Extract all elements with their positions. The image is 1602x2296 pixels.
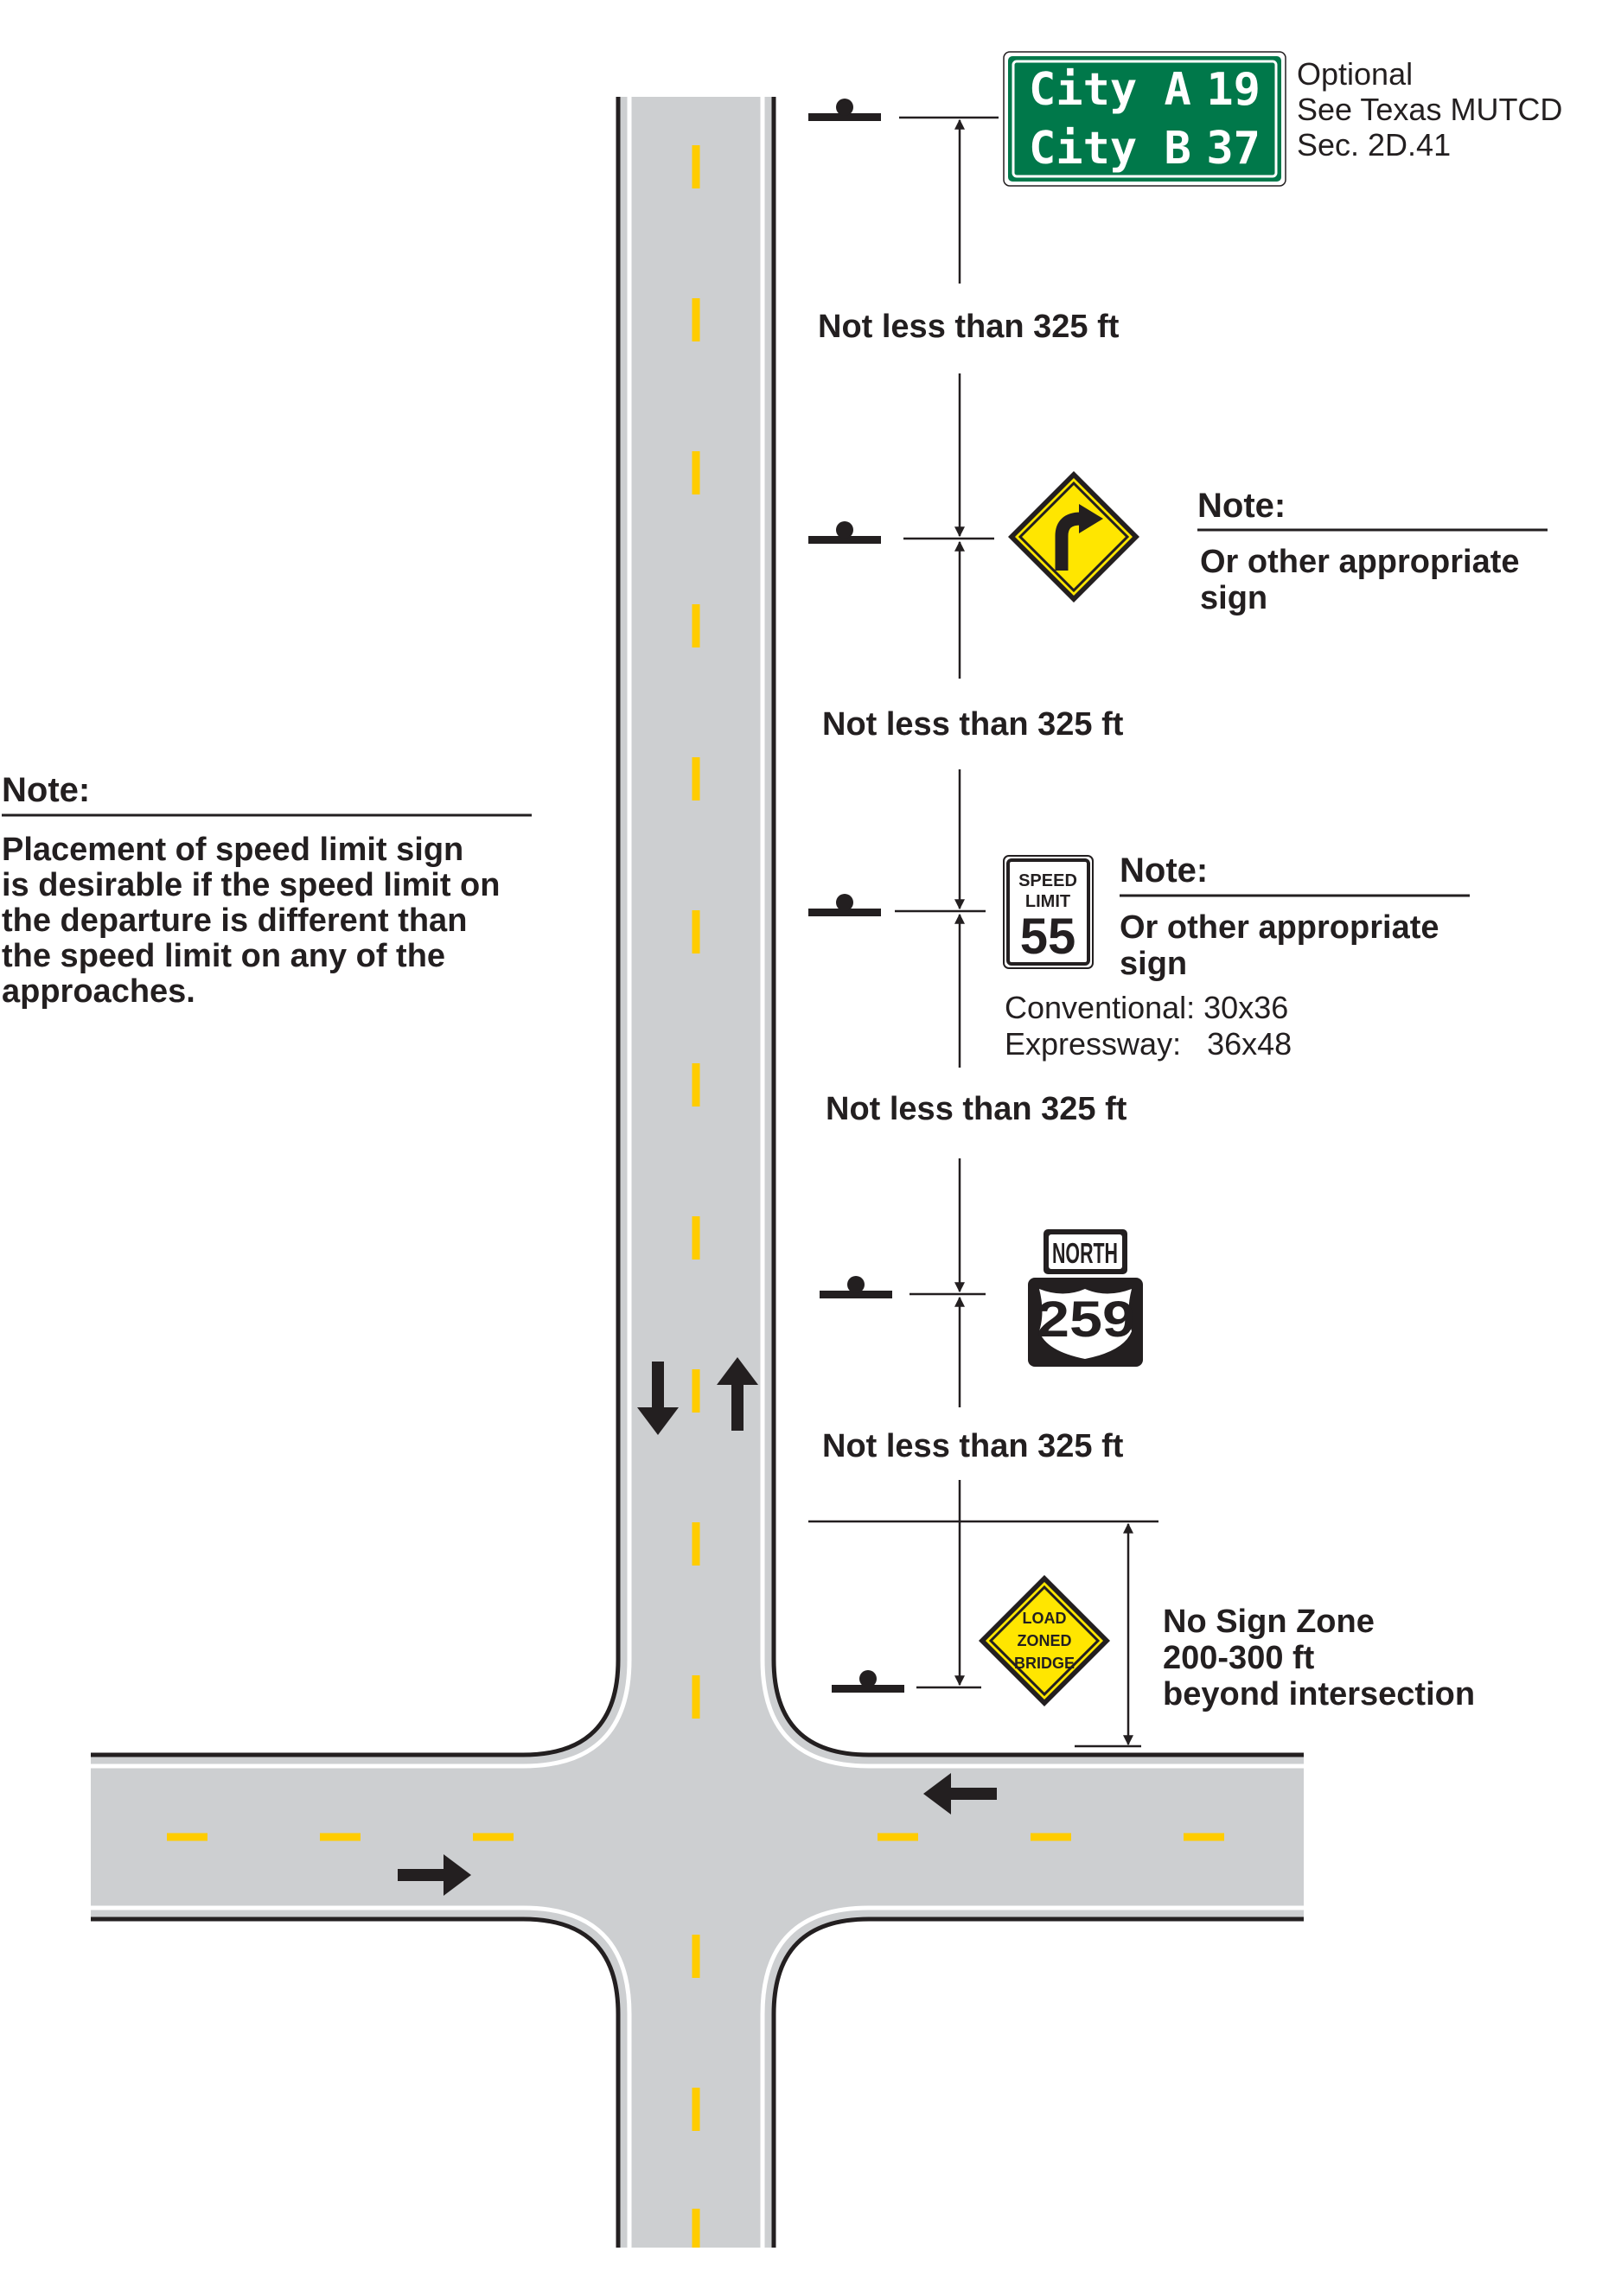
speed-note-line1: Or other appropriate xyxy=(1120,909,1439,946)
right-curve-arrow-icon xyxy=(1055,512,1082,571)
southbound-arrow-icon xyxy=(637,1362,679,1435)
westbound-arrow-icon xyxy=(923,1773,997,1814)
curve-note-line2: sign xyxy=(1200,580,1267,616)
dimension-lines xyxy=(808,116,1158,1748)
guide-note-reference: See Texas MUTCD xyxy=(1297,92,1562,127)
eastbound-arrow-icon xyxy=(398,1854,471,1896)
road-white-edge-lines xyxy=(91,97,1304,2248)
sign-post-symbols xyxy=(808,99,904,1693)
route-number-text: 259 xyxy=(1037,1292,1135,1348)
left-note-line5: approaches. xyxy=(2,973,195,1010)
route-direction-text: NORTH xyxy=(1052,1237,1118,1269)
no-sign-zone-label: No Sign Zone 200-300 ft beyond intersect… xyxy=(1163,1604,1475,1712)
left-note-line1: Placement of speed limit sign xyxy=(2,832,463,868)
curve-note-line1: Or other appropriate xyxy=(1200,544,1520,580)
guide-sign-city-b: City B xyxy=(1029,123,1191,175)
speed-sign-note: Note: Or other appropriate sign Conventi… xyxy=(1005,851,1470,1062)
sign-post-symbol xyxy=(808,99,881,121)
speed-size-conventional: Conventional: 30x36 xyxy=(1005,990,1288,1025)
sign-post-symbol xyxy=(820,1276,892,1298)
northbound-arrow-icon xyxy=(717,1357,758,1431)
no-sign-zone-line3: beyond intersection xyxy=(1163,1676,1475,1712)
left-note-line4: the speed limit on any of the xyxy=(2,938,445,974)
guide-sign-city-a: City A xyxy=(1029,64,1191,116)
spacing-label-3: Not less than 325 ft xyxy=(826,1091,1127,1127)
guide-note-section: Sec. 2D.41 xyxy=(1297,127,1451,163)
us-shield-icon xyxy=(1039,1289,1132,1359)
no-sign-zone-line1: No Sign Zone xyxy=(1163,1604,1375,1640)
left-speed-limit-note: Note: Placement of speed limit sign is d… xyxy=(2,771,532,1010)
guide-note-optional: Optional xyxy=(1297,56,1413,92)
left-note-line3: the departure is different than xyxy=(2,902,467,939)
curve-warning-sign xyxy=(1008,471,1139,603)
road-network xyxy=(91,97,1304,2248)
road-pavement xyxy=(91,97,1304,2248)
curve-sign-note: Note: Or other appropriate sign xyxy=(1197,487,1548,616)
load-sign-line3: BRIDGE xyxy=(1014,1655,1075,1672)
curve-note-heading: Note: xyxy=(1197,487,1286,525)
load-zoned-bridge-sign: LOAD ZONED BRIDGE xyxy=(979,1575,1110,1706)
destination-guide-sign: City A 19 City B 37 xyxy=(1003,51,1286,187)
road-edge-lines xyxy=(91,97,1304,2248)
guide-sign-mile-a: 19 xyxy=(1206,64,1261,116)
speed-note-line2: sign xyxy=(1120,946,1187,982)
us-route-sign: NORTH 259 xyxy=(1028,1229,1143,1367)
speed-sign-value: 55 xyxy=(1020,909,1076,965)
left-note-line2: is desirable if the speed limit on xyxy=(2,867,500,903)
sign-post-symbol xyxy=(832,1670,904,1693)
guide-sign-note: Optional See Texas MUTCD Sec. 2D.41 xyxy=(1297,56,1562,163)
speed-sign-top-text: SPEED xyxy=(1018,871,1077,890)
spacing-label-1: Not less than 325 ft xyxy=(818,309,1120,345)
speed-limit-sign: SPEED LIMIT 55 xyxy=(1003,855,1094,969)
load-sign-line2: ZONED xyxy=(1018,1632,1072,1649)
sign-post-symbol xyxy=(808,894,881,916)
spacing-label-2: Not less than 325 ft xyxy=(822,706,1124,743)
sign-post-symbol xyxy=(808,521,881,544)
load-sign-line1: LOAD xyxy=(1023,1610,1067,1627)
speed-note-heading: Note: xyxy=(1120,851,1208,890)
traffic-arrows xyxy=(398,1357,997,1896)
spacing-label-4: Not less than 325 ft xyxy=(822,1428,1124,1464)
speed-sign-middle-text: LIMIT xyxy=(1025,892,1070,911)
guide-sign-mile-b: 37 xyxy=(1206,123,1261,175)
no-sign-zone-line2: 200-300 ft xyxy=(1163,1640,1315,1676)
left-note-heading: Note: xyxy=(2,771,90,809)
speed-size-expressway: Expressway: 36x48 xyxy=(1005,1026,1292,1062)
